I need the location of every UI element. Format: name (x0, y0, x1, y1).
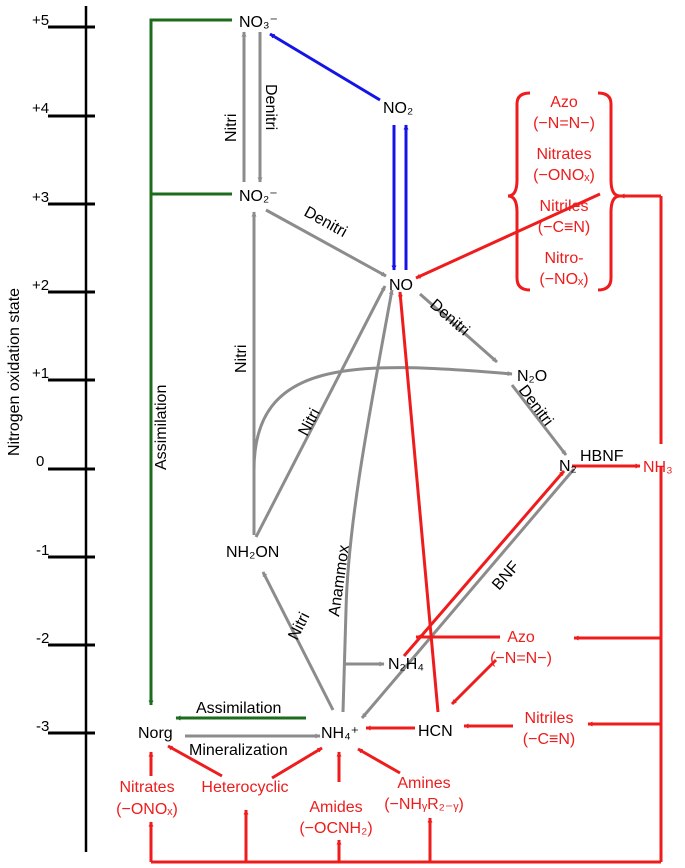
arrow-anammox-nh4-to-no (341, 289, 394, 713)
species-nh3: NH₃ (643, 459, 673, 476)
source-amines-formula: (−NHᵧR₂₋ᵧ) (384, 796, 464, 813)
assimilation-line (148, 18, 232, 706)
species-n2: N₂ (559, 458, 577, 475)
label-denitri: Denitri (426, 296, 472, 339)
arrow-nh2on-to-n2o (252, 366, 513, 471)
tick-label: +1 (32, 365, 49, 382)
arrow-n2h4-to-n2 (402, 470, 566, 657)
reduced-sources: Azo (−N=N−) Nitriles (−C≡N) Nitrates (−O… (116, 629, 575, 837)
label-nitri: Nitri (233, 345, 250, 373)
label-nitri: Nitri (223, 114, 240, 142)
arrow-denitri-n2o-to-n2 (510, 384, 568, 456)
arrow-nitri-nh4-to-nh2on (261, 571, 335, 711)
label-nitri: Nitri (285, 610, 313, 643)
source-amides: Amides (309, 799, 362, 816)
arrow-denitri-no-to-n2o (419, 292, 498, 364)
tick-label: +5 (32, 12, 49, 29)
gray-process-arrows (185, 31, 576, 739)
species-no: NO (389, 277, 413, 294)
source-nitrates: Nitrates (119, 779, 174, 796)
arrow-azo-to-hcn (450, 658, 498, 706)
arrow-amines-to-nh4 (357, 747, 401, 775)
oxidation-axis: +5 +4 +3 +2 +1 0 -1 -2 -3 Nitrogen oxida… (6, 6, 95, 852)
source-nitro: Nitro- (544, 250, 583, 267)
species-no3: NO₃⁻ (239, 14, 278, 31)
source-nitro-formula: (−NOₓ) (539, 271, 588, 288)
tick-label: -1 (36, 542, 49, 559)
source-nitriles: Nitriles (540, 198, 589, 215)
species-nh4: NH₄⁺ (321, 725, 359, 742)
tick-label: +4 (32, 100, 49, 117)
oxidized-sources-braces (507, 91, 621, 292)
source-azo-formula: (−N=N−) (490, 650, 552, 667)
label-assimilation: Assimilation (196, 700, 281, 717)
species-nh2on: NH₂ON (226, 544, 279, 561)
label-denitri: Denitri (301, 204, 350, 241)
label-anammox: Anammox (326, 544, 353, 618)
source-nitriles-formula: (−C≡N) (538, 219, 590, 236)
red-arrows (148, 192, 663, 864)
oxidized-sources: Azo (−N=N−) Nitrates (−ONOₓ) Nitriles (−… (533, 94, 595, 288)
blue-arrows (269, 32, 409, 271)
arrow-bnf-n2-to-nh4 (360, 468, 576, 719)
tick-label: +3 (32, 189, 49, 206)
source-azo-formula: (−N=N−) (533, 115, 595, 132)
source-nitriles-formula: (−C≡N) (523, 731, 575, 748)
source-nitrates-formula: (−ONOₓ) (116, 801, 178, 818)
tick-label: 0 (36, 453, 44, 470)
source-nitrates: Nitrates (536, 146, 591, 163)
species-hcn: HCN (418, 723, 453, 740)
source-heterocyclic: Heterocyclic (201, 779, 288, 796)
species-no2-ion: NO₂⁻ (239, 188, 278, 205)
arrow-oxidized-sources-to-no (415, 192, 601, 280)
axis-title: Nitrogen oxidation state (6, 288, 23, 456)
label-denitri: Denitri (262, 84, 279, 130)
source-amides-formula: (−OCNH₂) (299, 820, 372, 837)
label-denitri: Denitri (515, 382, 556, 429)
species-n2o: N₂O (517, 368, 547, 385)
species-no2-gas: NO₂ (383, 100, 413, 117)
source-nitrates-formula: (−ONOₓ) (533, 167, 595, 184)
green-arrows (148, 18, 306, 721)
arrow-denitri-no2-to-no (265, 208, 387, 278)
arrow-heterocyclic-to-norg (167, 744, 223, 778)
label-assimilation: Assimilation (153, 385, 170, 470)
label-hbnf: HBNF (580, 448, 624, 465)
arrow-no2-to-no3 (269, 32, 381, 102)
species-norg: Norg (138, 725, 173, 742)
tick-label: -2 (36, 630, 49, 647)
source-nitriles: Nitriles (525, 710, 574, 727)
source-azo: Azo (507, 629, 535, 646)
species-n2h4: N₂H₄ (388, 656, 424, 673)
arrow-nitri-nh2on-to-no (254, 285, 387, 538)
label-mineralization: Mineralization (189, 742, 288, 759)
arrow-heterocyclic-to-nh4 (271, 746, 323, 780)
tick-label: -3 (36, 718, 49, 735)
arrow-hcn-to-no (397, 291, 440, 713)
tick-label: +2 (32, 277, 49, 294)
source-azo: Azo (550, 94, 578, 111)
source-amines: Amines (397, 775, 450, 792)
